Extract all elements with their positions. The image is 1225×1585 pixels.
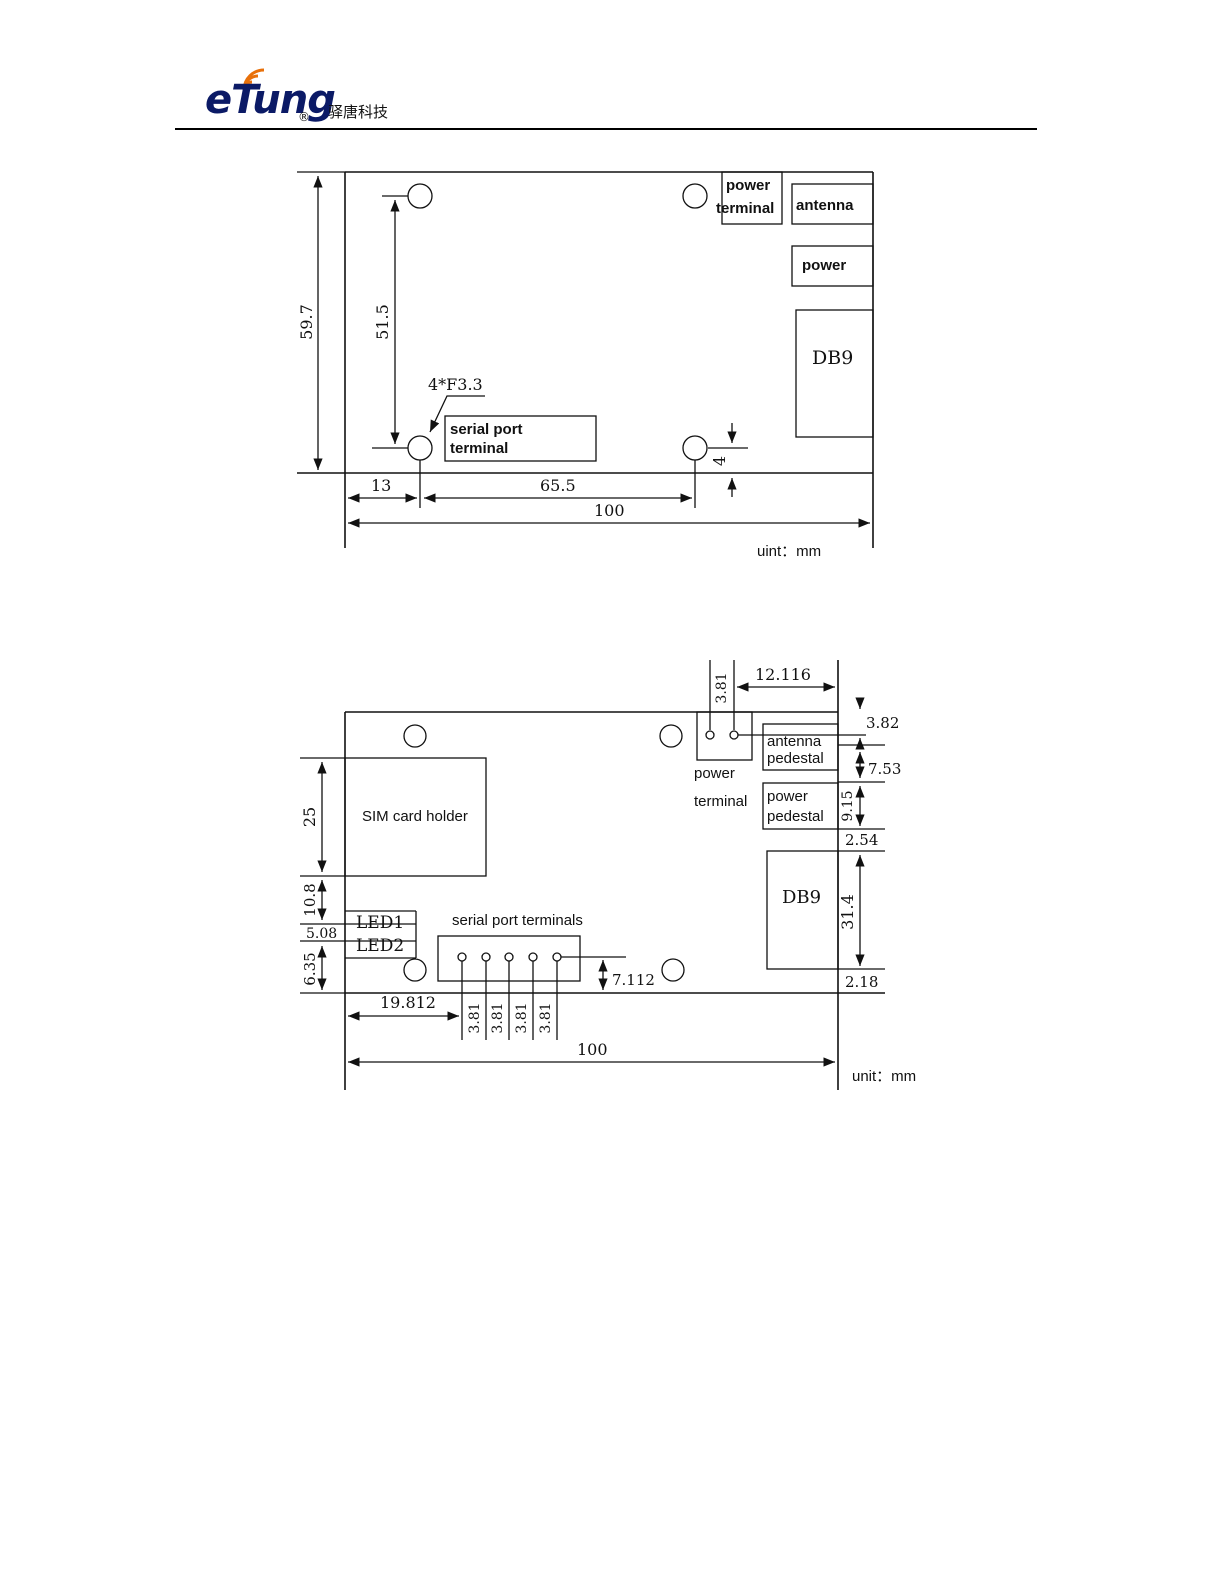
dim-2-18-label: 2.18 [845,973,878,991]
dim-hole-span-label: 51.5 [373,304,392,340]
antenna-pedestal-label-2: pedestal [767,750,824,767]
drawing-1: 59.7 51.5 4*F3.3 serial port terminal po… [297,171,874,560]
dim-25-label: 25 [300,807,319,827]
dim-3-82-label: 3.82 [866,714,899,732]
led2-label: LED2 [356,936,404,956]
pitch-label: 3.81 [467,1002,483,1033]
power-terminal-label: power [694,765,735,782]
dim-13-label: 13 [371,476,391,495]
pitch-label: 3.81 [490,1002,506,1033]
power-terminal-label-2: terminal [716,200,774,217]
power-pedestal-label: power [767,788,808,805]
db9-label: DB9 [812,347,853,369]
signal-icon [242,68,265,92]
dim-2-54-label: 2.54 [845,831,878,849]
mount-hole [661,958,685,982]
mount-hole [659,724,683,748]
power-terminal-label: power [726,177,770,194]
dim-9-15-label: 9.15 [840,790,856,821]
dim-7-53-label: 7.53 [868,760,901,778]
mount-hole [403,958,427,982]
sim-holder-label: SIM card holder [362,808,468,825]
power-label: power [802,257,846,274]
led1-label: LED1 [356,913,404,933]
serial-port-label: serial port [450,421,523,438]
dim-4-label: 4 [710,456,729,466]
mount-hole [407,183,433,209]
serial-port-label-2: terminal [450,440,508,457]
drawing-2: 3.81 12.116 power terminal 3.82 antenna … [300,660,916,1090]
mount-hole [682,183,708,209]
dim-19-812-label: 19.812 [380,993,436,1012]
dim-100-label: 100 [594,501,625,520]
dim-6-35-label: 6.35 [301,952,319,985]
dim-100-label: 100 [577,1040,608,1059]
page-header: eTung ® 驿唐科技 [0,0,1225,140]
brand-chinese-name: 驿唐科技 [328,103,389,121]
dim-3-81-top-label: 3.81 [714,672,730,703]
header-rule [175,128,1037,130]
mount-hole [403,724,427,748]
dim-10-8-label: 10.8 [301,883,319,916]
dim-12-116-label: 12.116 [755,665,811,684]
dim-7-112-label: 7.112 [612,971,655,989]
power-terminal-label-2: terminal [694,793,747,810]
dim-5-08-label: 5.08 [306,926,337,942]
unit-label: unit：mm [852,1068,916,1085]
mount-hole [682,435,708,461]
unit-label: uint：mm [757,543,821,560]
registered-mark: ® [298,110,310,124]
serial-terminals-label: serial port terminals [452,912,583,929]
mount-hole [407,435,433,461]
pitch-label: 3.81 [514,1002,530,1033]
db9-label: DB9 [782,887,821,908]
dim-height-label: 59.7 [297,304,316,340]
power-pedestal-label-2: pedestal [767,808,824,825]
pitch-label: 3.81 [538,1002,554,1033]
brand-logo: eTung [205,77,336,123]
dim-31-4-label: 31.4 [838,894,857,930]
hole-spec-label: 4*F3.3 [428,375,483,394]
dim-65-5-label: 65.5 [540,476,576,495]
antenna-pedestal-label: antenna [767,733,822,750]
antenna-label: antenna [796,197,854,214]
